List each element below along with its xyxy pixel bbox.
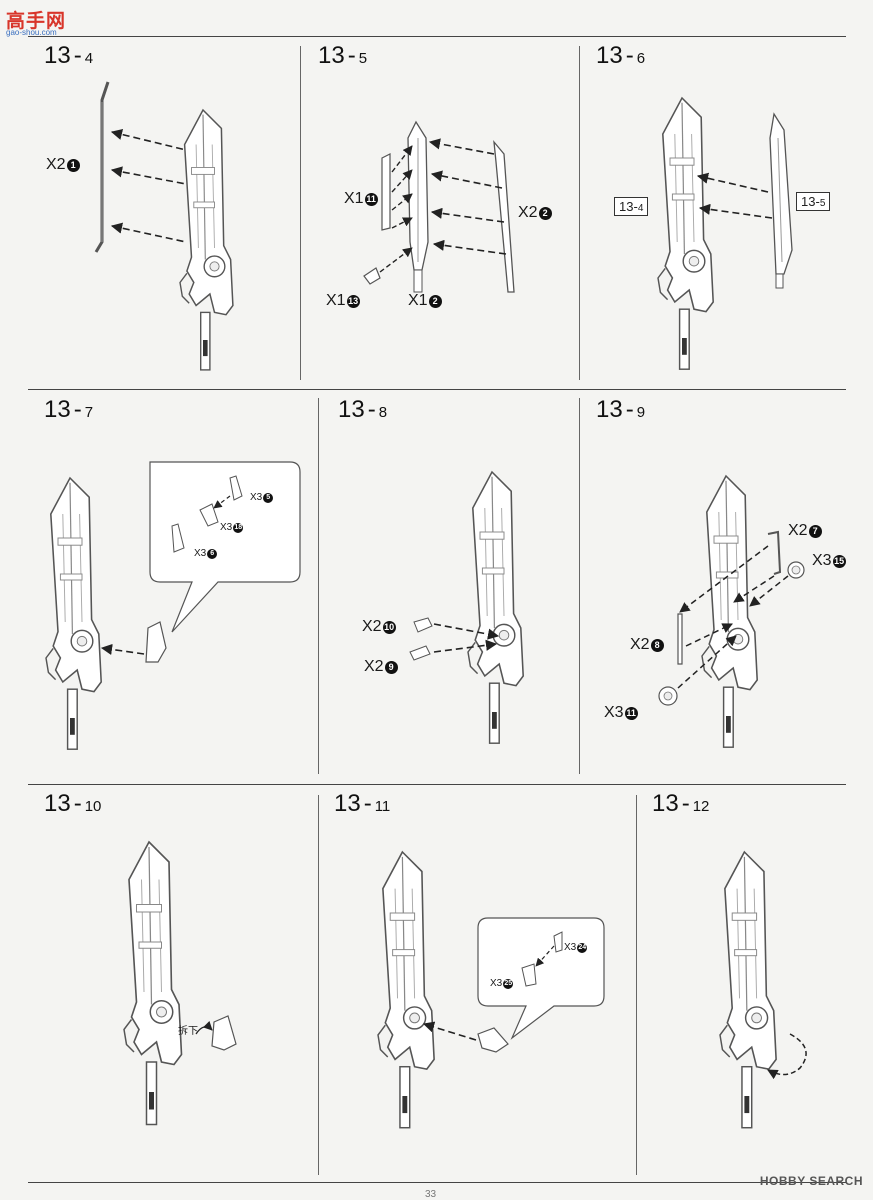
reference-tag: 13-4 xyxy=(614,197,649,216)
step-number: 13-11 xyxy=(334,790,391,817)
page-number: 33 xyxy=(425,1189,437,1200)
step-illustration xyxy=(45,461,301,750)
step-number: 13-6 xyxy=(596,42,646,69)
top-rule xyxy=(28,36,846,37)
step-number: 13-5 xyxy=(318,42,368,69)
col-divider xyxy=(318,795,319,1175)
col-divider xyxy=(579,46,580,380)
step-number: 13-8 xyxy=(338,396,388,423)
step-number: 13-10 xyxy=(44,790,102,817)
step-illustration xyxy=(658,475,805,748)
step-illustration xyxy=(94,81,234,371)
remove-note: 拆下 xyxy=(178,1026,198,1037)
col-divider xyxy=(579,398,580,774)
row-rule-2 xyxy=(28,784,846,785)
watermark-text: 高手网 xyxy=(6,10,67,32)
step-number: 13-9 xyxy=(596,396,646,423)
step-illustration xyxy=(719,851,807,1129)
step-number: 13-12 xyxy=(652,790,710,817)
row-rule-1 xyxy=(28,389,846,390)
step-panel-13-6: 13-6 13-4 13-5 xyxy=(582,42,850,382)
step-illustration xyxy=(377,851,605,1129)
step-number: 13-7 xyxy=(44,396,94,423)
step-illustration xyxy=(657,97,793,370)
col-divider xyxy=(636,795,637,1175)
step-panel-13-10: 13-10 拆下 xyxy=(28,790,316,1178)
col-divider xyxy=(318,398,319,774)
watermark-url: gao-shou.com xyxy=(6,28,57,37)
step-number: 13-4 xyxy=(44,42,94,69)
brand-watermark: HOBBY SEARCH xyxy=(759,1174,863,1188)
reference-tag: 13-5 xyxy=(796,192,831,211)
step-illustration xyxy=(123,841,237,1126)
col-divider xyxy=(300,46,301,380)
watermark-logo: 高手网 gao-shou.com xyxy=(4,6,94,37)
step-illustration xyxy=(363,120,515,293)
step-panel-13-12: 13-12 xyxy=(640,790,852,1178)
bottom-rule xyxy=(28,1182,846,1183)
step-illustration xyxy=(409,471,524,744)
